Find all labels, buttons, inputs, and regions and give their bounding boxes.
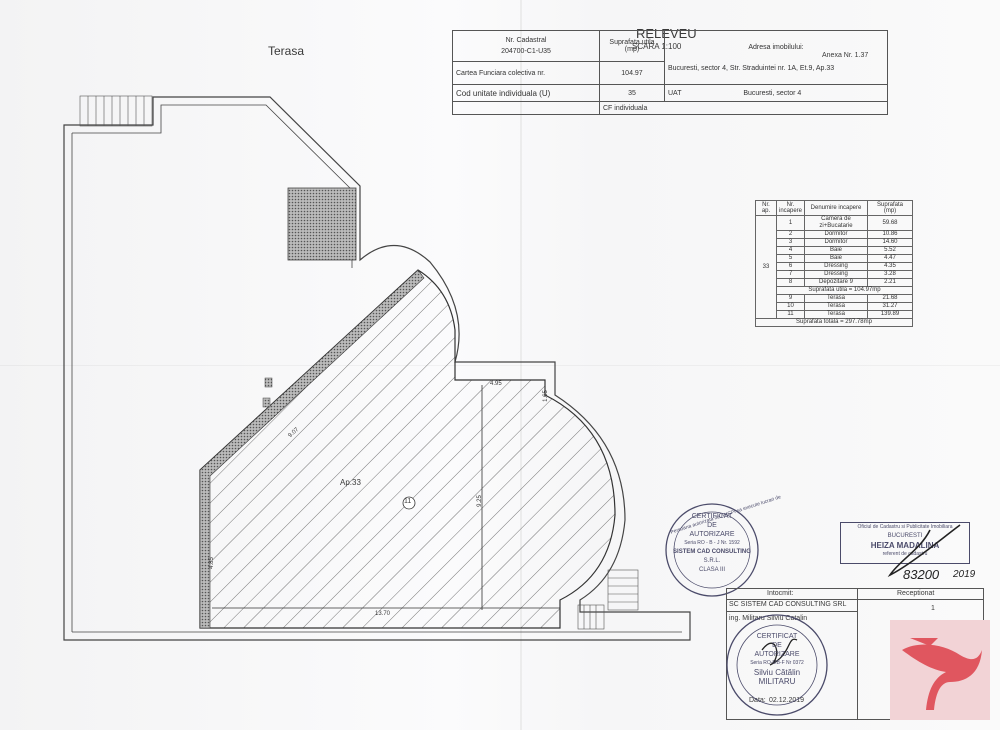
carte-funciara-cell: Cartea Funciara colectiva nr. xyxy=(452,61,600,85)
brand-logo-icon xyxy=(902,638,982,710)
room-marker-circle xyxy=(402,496,416,510)
subtotal-row: Suprafata utila = 104.97mp xyxy=(756,286,913,295)
marker-square-1 xyxy=(264,377,273,388)
adresa-cell: Adresa imobilului: Bucuresti, sector 4, … xyxy=(664,30,888,85)
date-label: Data: xyxy=(749,697,766,704)
stair-block xyxy=(79,95,153,127)
certificate-stamp-engineer xyxy=(726,614,828,716)
col-header-area: Suprafata (mp) xyxy=(867,200,913,216)
company-name: SC SISTEM CAD CONSULTING SRL xyxy=(729,601,847,608)
nr-cadastral-cell: Nr. Cadastral 204700-C1-U35 xyxy=(452,30,600,62)
page-number: 1 xyxy=(931,605,935,612)
chimney-block xyxy=(287,187,357,261)
rooms-table: Nr. ap. Nr. incapere Denumire incapere S… xyxy=(755,200,913,327)
receptionat-label: Receptionat xyxy=(897,590,935,597)
col-header-ap: Nr. ap. xyxy=(755,200,777,216)
ap-number-cell: 33 xyxy=(755,215,777,319)
cert2-text: CERTIFICAT DE AUTORIZARE Seria RO-MB-F N… xyxy=(750,633,804,686)
uat-cell: UAT Bucuresti, sector 4 xyxy=(664,84,888,102)
cert1-text: CERTIFICAT DE AUTORIZARE Seria RO - B - … xyxy=(673,513,751,573)
date-value: 02.12.2019 xyxy=(769,697,805,704)
intocmit-label: Intocmit: xyxy=(767,590,794,597)
fold-line-horizontal xyxy=(0,365,1000,366)
dimension-left-vertical: 4.85 xyxy=(208,557,215,569)
cf-label-cell: CF individuala xyxy=(599,101,888,115)
dimension-small: 1.65 xyxy=(542,390,549,402)
cadastral-info-table: Nr. Cadastral 204700-C1-U35 Suprafata ut… xyxy=(452,30,888,115)
dimension-bottom: 13.70 xyxy=(375,611,391,617)
suprafata-label-cell: Suprafata utila (mp) xyxy=(599,30,665,62)
engineer-name: ing. Militaru Silviu Catalin xyxy=(729,615,808,622)
fold-line-vertical xyxy=(520,0,522,730)
office-stamp: Oficiul de Cadastru si Publicitate Imobi… xyxy=(840,522,970,564)
empty-cell xyxy=(452,101,600,115)
total-row: Suprafata totala = 297.78mp xyxy=(755,318,913,327)
marker-square-2 xyxy=(262,397,271,408)
certificate-stamp-company xyxy=(665,503,759,597)
handwritten-signature-office xyxy=(887,524,961,578)
room-marker-number: 11 xyxy=(404,498,412,505)
apartment-area xyxy=(199,269,616,629)
dimension-mid-vertical: 9.25 xyxy=(476,495,483,507)
cod-unitate-cell: Cod unitate individuala (U) xyxy=(452,84,600,102)
suprafata-value-cell: 104.97 xyxy=(599,61,665,85)
col-header-name: Denumire incapere xyxy=(804,200,868,216)
dimension-top: 4.95 xyxy=(490,381,502,387)
signature-table: Intocmit: Receptionat SC SISTEM CAD CONS… xyxy=(726,588,984,720)
handwritten-number: 83200 xyxy=(903,567,940,582)
terrace-label: Terasa xyxy=(268,44,305,58)
cf-value-cell: 35 xyxy=(599,84,665,102)
diagonal-wall xyxy=(199,269,425,629)
stair-block-right xyxy=(577,569,639,630)
col-header-nr: Nr. incapere xyxy=(775,200,806,216)
apartment-label: Ap.33 xyxy=(340,478,361,487)
brand-logo xyxy=(890,620,990,720)
handwritten-year: 2019 xyxy=(953,569,976,580)
